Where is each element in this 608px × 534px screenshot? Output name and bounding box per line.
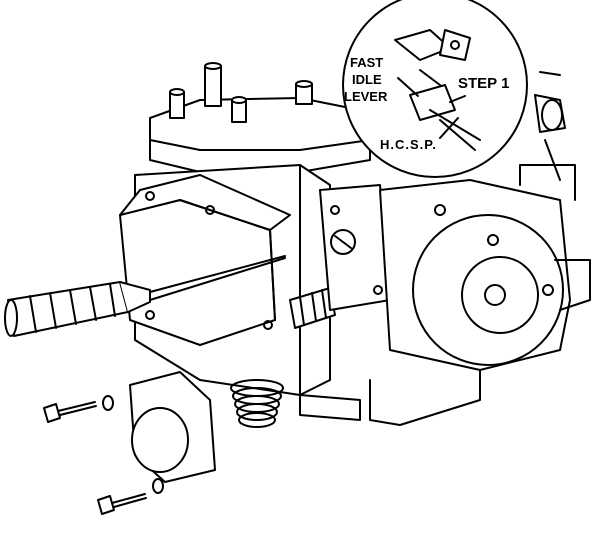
fuel-fitting — [289, 287, 336, 329]
screwdriver — [4, 255, 286, 337]
step-label: STEP 1 — [458, 75, 510, 92]
fast-idle-lever-label-line1: FAST — [350, 55, 384, 70]
pump-housing — [119, 174, 291, 346]
fast-idle-lever-label-line2: IDLE — [352, 72, 382, 87]
choke-housing — [319, 164, 591, 426]
detail-inset — [342, 0, 528, 178]
vacuum-fitting — [534, 71, 566, 181]
hcsp-label: H.C.S.P. — [380, 137, 437, 152]
fast-idle-lever-label-line3: LEVER — [344, 89, 388, 104]
loose-parts — [43, 371, 284, 515]
